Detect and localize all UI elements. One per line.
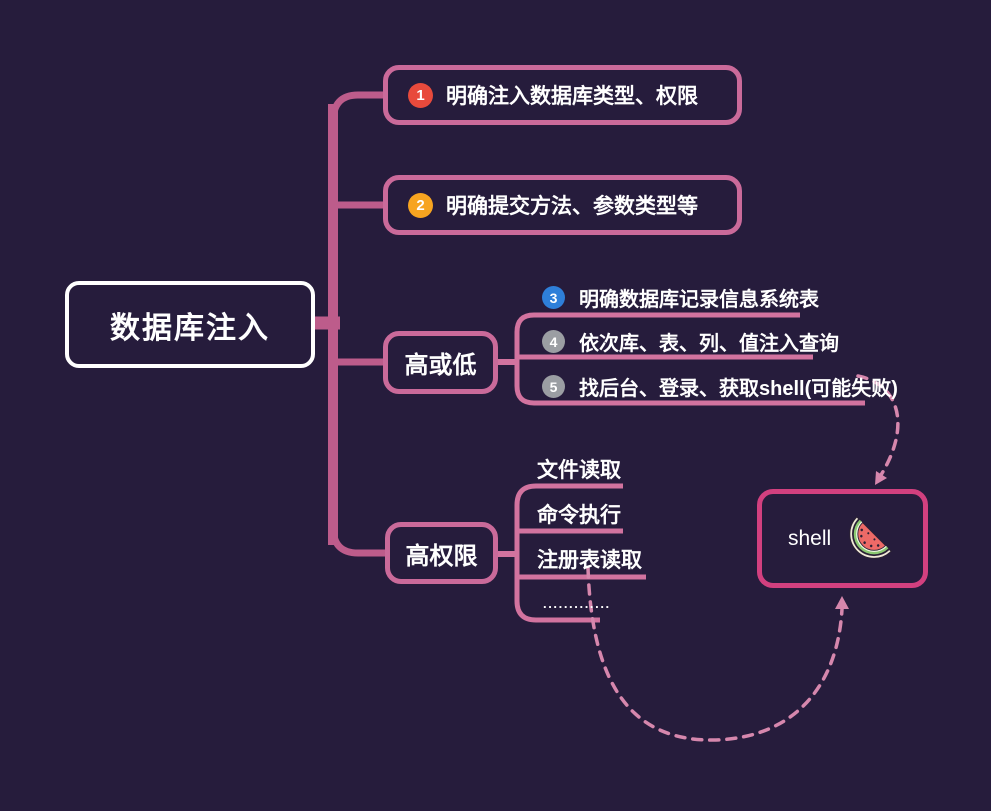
underline-file-read-and-dots [514, 483, 623, 623]
shell-node[interactable]: shell [757, 489, 928, 588]
branch-node-high-privilege[interactable]: 高权限 [385, 522, 498, 584]
leaf-item-4-label: 依次库、表、列、值注入查询 [579, 333, 839, 355]
leaf-item-3[interactable]: 3 明确数据库记录信息系统表 [542, 283, 819, 312]
number-2-badge-icon: 2 [408, 192, 433, 218]
branch-3-label: 高或低 [404, 352, 477, 379]
leaf-file-read[interactable]: 文件读取 [537, 454, 621, 484]
number-3-badge-icon: 3 [542, 286, 565, 309]
dashed-arrow-from-item5 [856, 374, 900, 477]
leaf-ellipsis-label: ............. [543, 596, 611, 611]
shell-label: shell [788, 526, 832, 550]
arrowhead-bottom [835, 596, 849, 609]
connector-elbow-branch1 [329, 91, 386, 123]
leaf-item-5-label: 找后台、登录、获取shell(可能失败) [579, 378, 898, 400]
leaf-ellipsis[interactable]: ............. [543, 596, 611, 611]
leaf-registry-read[interactable]: 注册表读取 [537, 544, 642, 574]
watermelon-icon [849, 515, 893, 559]
arrowhead-top [875, 471, 887, 485]
branch-node-2[interactable]: 2 明确提交方法、参数类型等 [383, 175, 742, 235]
connector-elbow-branch4 [329, 526, 388, 557]
leaf-cmd-exec-label: 命令执行 [537, 504, 621, 527]
branch-node-1[interactable]: 1 明确注入数据库类型、权限 [383, 65, 742, 125]
number-5-badge-icon: 5 [542, 375, 565, 398]
number-1-badge-icon: 1 [408, 82, 433, 108]
branch-4-label: 高权限 [405, 542, 478, 570]
branch-1-label: 明确注入数据库类型、权限 [446, 85, 698, 108]
branch-node-high-or-low[interactable]: 高或低 [383, 331, 498, 394]
branch-2-label: 明确提交方法、参数类型等 [446, 195, 698, 218]
leaf-file-read-label: 文件读取 [537, 459, 621, 482]
dashed-arrow-from-dots [586, 566, 844, 742]
root-label: 数据库注入 [110, 311, 270, 345]
number-4-badge-icon: 4 [542, 330, 565, 353]
leaf-item-4[interactable]: 4 依次库、表、列、值注入查询 [542, 327, 839, 356]
leaf-registry-read-label: 注册表读取 [537, 549, 642, 572]
leaf-item-5[interactable]: 5 找后台、登录、获取shell(可能失败) [542, 372, 898, 401]
leaf-item-3-label: 明确数据库记录信息系统表 [579, 289, 819, 311]
leaf-cmd-exec[interactable]: 命令执行 [537, 499, 621, 529]
root-node-database-injection[interactable]: 数据库注入 [65, 281, 315, 368]
